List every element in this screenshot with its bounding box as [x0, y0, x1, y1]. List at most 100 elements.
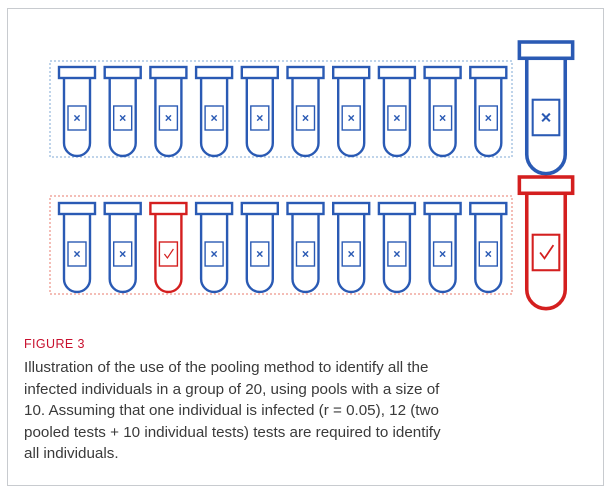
test-tube [286, 65, 325, 158]
tube-body [474, 78, 503, 158]
pool-1-frame [49, 60, 513, 158]
tube-body [382, 78, 412, 158]
tube-body [524, 193, 568, 311]
pooled-test-tube [517, 40, 575, 176]
tube-cap [286, 201, 325, 216]
cross-icon [485, 250, 492, 258]
tube-cap [149, 65, 188, 80]
tube-body [108, 78, 137, 158]
test-tube [377, 65, 417, 158]
pool-1-tubes [57, 65, 508, 158]
tube-body [337, 78, 366, 158]
cross-icon [73, 250, 81, 258]
cross-icon [165, 114, 172, 122]
cross-icon [256, 250, 263, 258]
cross-icon [393, 250, 400, 258]
cross-icon [485, 114, 492, 122]
tube-cap [149, 201, 188, 216]
cross-icon [302, 114, 309, 122]
tube-body [524, 58, 568, 176]
tube-body [428, 214, 457, 294]
tube-cap [423, 201, 462, 216]
tube-body [108, 214, 137, 294]
check-icon [163, 248, 174, 260]
tube-body [428, 78, 457, 158]
tube-cap [57, 201, 97, 216]
test-tube [57, 65, 97, 158]
cross-icon [393, 114, 400, 122]
tube-cap [377, 201, 417, 216]
tube-cap [517, 40, 575, 61]
cross-icon [119, 250, 126, 258]
tube-body [245, 214, 274, 294]
tube-cap [469, 65, 508, 80]
test-tube [240, 65, 280, 158]
tube-body [199, 78, 229, 158]
tube-cap [377, 65, 417, 80]
tube-label [531, 233, 561, 272]
test-tube [377, 201, 417, 294]
cross-icon [439, 114, 446, 122]
tube-body [245, 78, 274, 158]
pooled-tubes [517, 40, 575, 311]
caption-line: all individuals. [24, 445, 119, 462]
test-tube [332, 65, 371, 158]
tube-body [291, 214, 320, 294]
cross-icon [302, 250, 309, 258]
test-tube [194, 65, 234, 158]
figure-label: FIGURE 3 [24, 337, 85, 351]
tube-cap [469, 201, 508, 216]
cross-icon [211, 250, 218, 258]
tube-cap [103, 201, 142, 216]
tube-body [337, 214, 366, 294]
tube-body [291, 78, 320, 158]
test-tube [469, 65, 508, 158]
pooled-test-tube [517, 175, 575, 311]
tube-cap [240, 201, 280, 216]
caption-line: 10. Assuming that one individual is infe… [24, 402, 439, 419]
test-tube [240, 201, 280, 294]
cross-icon [256, 114, 263, 122]
cross-icon [348, 250, 355, 258]
test-tube [149, 201, 188, 294]
tube-cap [332, 201, 371, 216]
tube-body [62, 78, 92, 158]
cross-icon [348, 114, 355, 122]
cross-icon [73, 114, 81, 122]
test-tube [423, 65, 462, 158]
figure-caption: Illustration of the use of the pooling m… [24, 357, 584, 465]
pooling-diagram [49, 40, 575, 311]
tube-cap [194, 201, 234, 216]
test-tube [57, 201, 97, 294]
pool-2-tubes [57, 201, 508, 294]
cross-icon [439, 250, 446, 258]
test-tube [194, 201, 234, 294]
tube-body [474, 214, 503, 294]
cross-icon [119, 114, 126, 122]
test-tube [332, 201, 371, 294]
cross-icon [541, 112, 551, 123]
test-tube [469, 201, 508, 294]
tube-cap [286, 65, 325, 80]
tube-body [382, 214, 412, 294]
check-icon [539, 244, 555, 260]
tube-cap [240, 65, 280, 80]
tube-label [158, 241, 179, 267]
tube-cap [103, 65, 142, 80]
tube-body [154, 214, 183, 294]
tube-body [62, 214, 92, 294]
caption-line: infected individuals in a group of 20, u… [24, 380, 440, 398]
tube-cap [57, 65, 97, 80]
test-tube [103, 201, 142, 294]
test-tube [286, 201, 325, 294]
test-tube [103, 65, 142, 158]
tube-cap [517, 175, 575, 196]
tube-body [154, 78, 183, 158]
test-tube [423, 201, 462, 294]
tube-cap [332, 65, 371, 80]
tube-cap [423, 65, 462, 80]
caption-line: pooled tests + 10 individual tests) test… [24, 423, 441, 441]
tube-body [199, 214, 229, 294]
cross-icon [211, 114, 218, 122]
caption-line: Illustration of the use of the pooling m… [24, 359, 429, 376]
